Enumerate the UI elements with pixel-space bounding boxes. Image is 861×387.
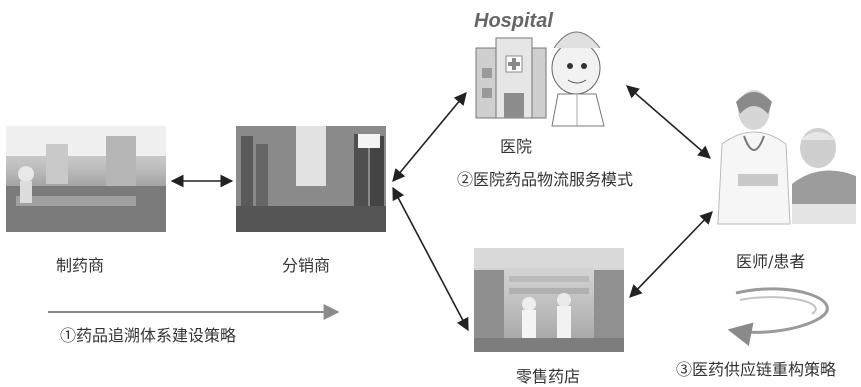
distributor-image xyxy=(236,126,386,232)
arrow-distributor-retail xyxy=(392,186,469,332)
arrow-hospital-doctor xyxy=(626,85,711,159)
manufacturer-scene xyxy=(6,126,166,232)
pharmacy-scene xyxy=(474,248,624,352)
arrow-distributor-hospital xyxy=(392,92,467,182)
doctor-patient-scene xyxy=(708,84,856,236)
hospital-label: 医院 xyxy=(500,137,533,156)
hospital-cartoon xyxy=(475,31,605,127)
arrow-retail-doctor xyxy=(629,211,713,298)
distributor-label: 分销商 xyxy=(282,256,331,275)
retail-pharmacy-image xyxy=(474,248,624,352)
doctor-patient-label: 医师/患者 xyxy=(736,252,806,271)
warehouse-scene xyxy=(236,126,386,232)
hospital-sign: Hospital xyxy=(474,10,553,32)
manufacturer-label: 制药商 xyxy=(56,256,105,275)
manufacturer-image xyxy=(6,126,166,232)
retail-label: 零售药店 xyxy=(516,367,581,386)
traceability-strategy: ①药品追溯体系建设策略 xyxy=(60,326,237,345)
doctor-patient-image xyxy=(708,84,856,236)
restructure-loop-arrow xyxy=(727,287,829,346)
hospital-image: Hospital xyxy=(466,8,626,128)
hospital-logistics-strategy: ②医院药品物流服务模式 xyxy=(457,170,634,189)
restructure-loop-shadow xyxy=(739,296,817,315)
supply-chain-strategy: ③医药供应链重构策略 xyxy=(676,360,837,379)
